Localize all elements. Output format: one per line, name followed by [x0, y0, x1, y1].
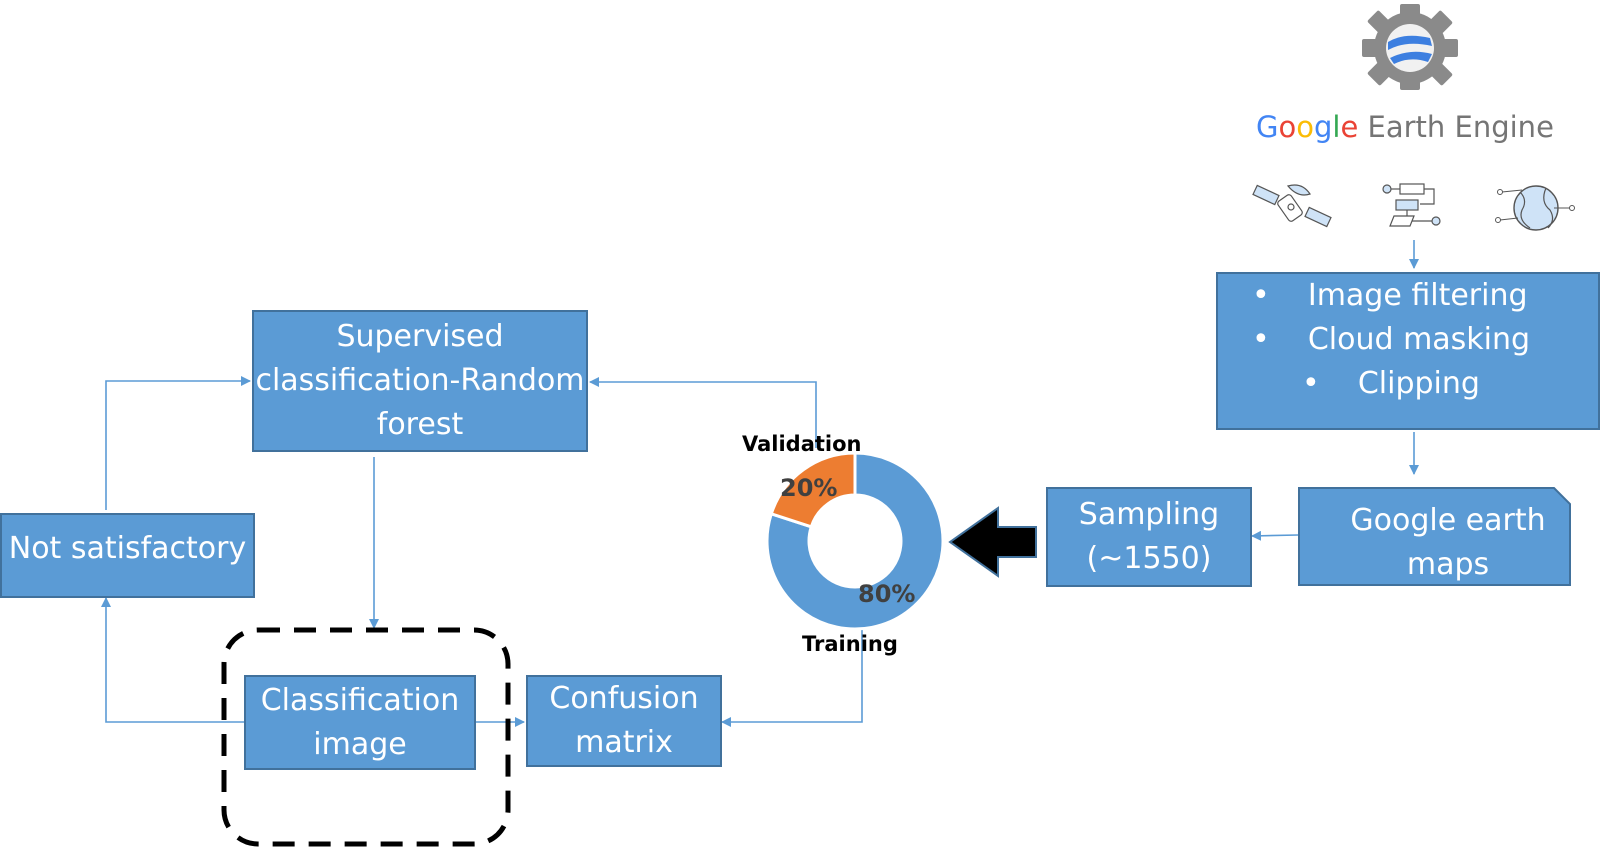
- logo-rest-text: Earth Engine: [1367, 110, 1554, 144]
- logo-letter: l: [1332, 110, 1341, 144]
- legend-training: Training: [802, 632, 898, 656]
- logo-letter: o: [1278, 110, 1297, 144]
- preprocessing-list: • Image filtering • Cloud masking • Clip…: [1216, 270, 1596, 430]
- logo-letter: g: [1313, 110, 1333, 144]
- node-text: forest: [376, 407, 464, 442]
- list-item: • Image filtering: [1252, 278, 1528, 313]
- link-notsatisfactory-to-supervised: [105, 376, 251, 510]
- bullet-text: Image filtering: [1307, 278, 1528, 313]
- classification-image-box: Classification image: [244, 675, 476, 770]
- node-text: Confusion: [549, 681, 699, 716]
- list-item: • Cloud masking: [1252, 322, 1531, 357]
- list-item: • Clipping: [1302, 366, 1480, 401]
- link-classification-to-notsatisfactory: [101, 597, 244, 723]
- logo-letter: G: [1256, 110, 1279, 144]
- node-text: Not satisfactory: [8, 531, 247, 566]
- supervised-classification-box: Supervised classification-Random forest: [252, 310, 588, 452]
- donut-slice-validation: [769, 451, 857, 529]
- node-text: matrix: [575, 725, 673, 760]
- google-earth-maps-box: Google earth maps: [1298, 487, 1572, 587]
- globe-icon: [1495, 185, 1575, 231]
- confusion-matrix-box: Confusion matrix: [526, 675, 722, 767]
- google-earth-maps-shape: [1298, 487, 1571, 586]
- big-left-arrow-icon: [948, 506, 1037, 578]
- link-maps-to-sampling: [1251, 530, 1299, 541]
- preprocessing-box: [1216, 272, 1600, 430]
- bullet-text: Cloud masking: [1307, 322, 1531, 357]
- satellite-icon: [1252, 184, 1332, 228]
- node-text: Sampling: [1078, 497, 1220, 532]
- node-text: Google earth: [1350, 503, 1546, 538]
- node-text: Supervised: [336, 319, 504, 354]
- earth-engine-wordmark: Google Earth Engine: [1256, 110, 1554, 144]
- node-text: maps: [1406, 547, 1490, 582]
- node-text: Classification: [260, 682, 460, 718]
- node-text: classification-Random: [255, 363, 585, 398]
- not-satisfactory-box: Not satisfactory: [0, 513, 255, 598]
- data-label-validation: 20%: [780, 474, 838, 502]
- sampling-box: Sampling (~1550): [1046, 487, 1252, 587]
- node-text: image: [313, 726, 407, 762]
- node-text: (~1550): [1086, 541, 1212, 576]
- highlight-dashed-frame: [221, 627, 511, 847]
- earth-engine-logo-icon: [1362, 4, 1458, 90]
- link-donut-to-confusion: [721, 628, 863, 727]
- workflow-icon: [1382, 183, 1441, 227]
- data-label-training: 80%: [858, 580, 916, 608]
- link-donut-to-supervised: [589, 377, 817, 448]
- logo-letter: o: [1296, 110, 1314, 144]
- donut-slice-training: [765, 451, 945, 631]
- train-validation-donut: [765, 451, 945, 631]
- legend-validation: Validation: [742, 432, 862, 456]
- bullet-text: Clipping: [1357, 366, 1480, 401]
- logo-letter: e: [1340, 110, 1359, 144]
